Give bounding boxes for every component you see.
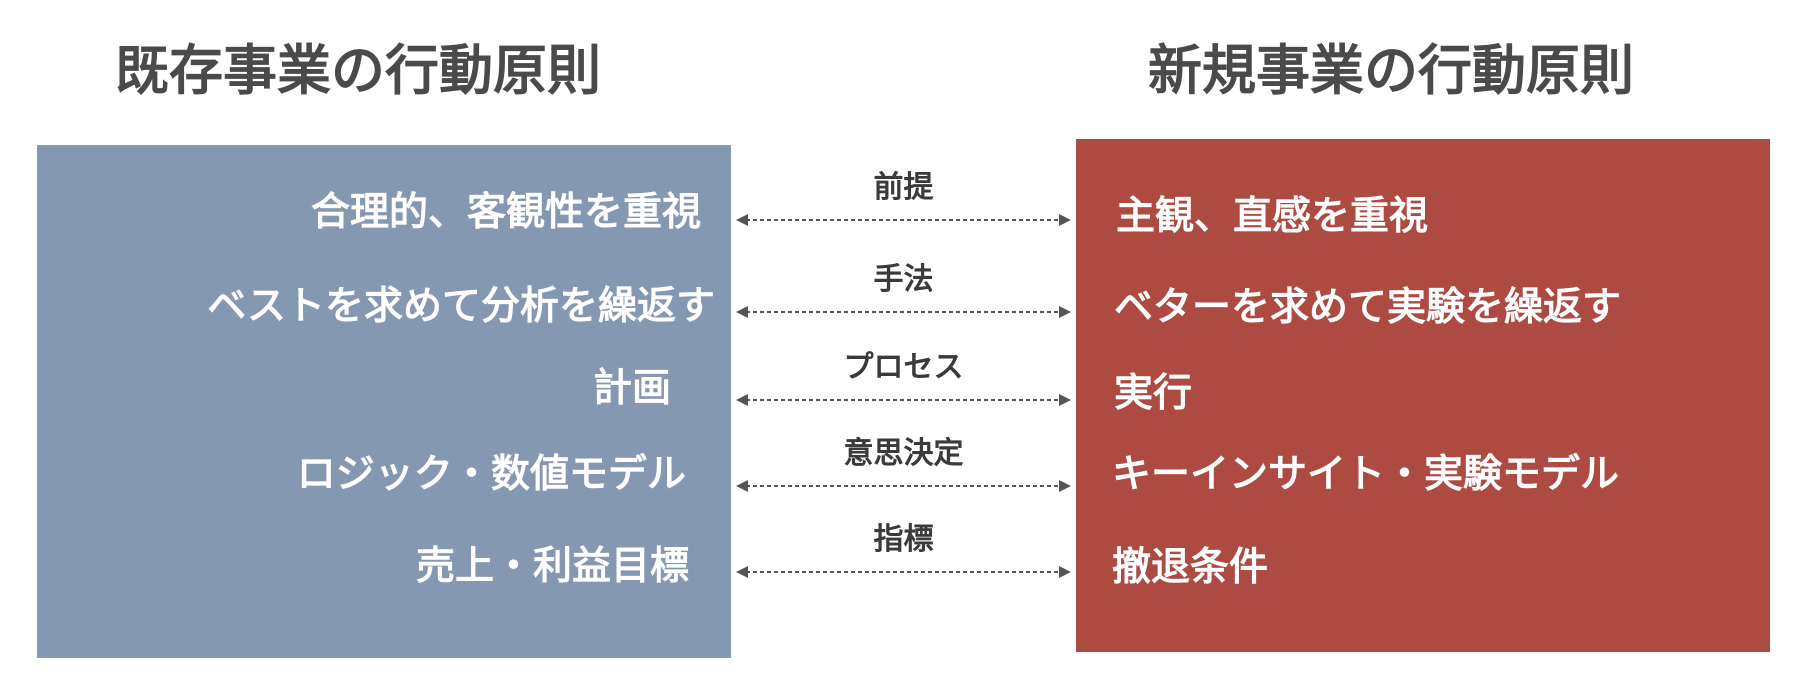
new-business-panel: 主観、直感を重視 ベターを求めて実験を繰返す 実行 キーインサイト・実験モデル … (1076, 139, 1770, 652)
double-arrow-icon (736, 306, 1071, 318)
new-principle-premise: 主観、直感を重視 (1116, 194, 1429, 239)
existing-principle-process: 計画 (592, 366, 671, 411)
existing-business-panel: 合理的、客観性を重視 ベストを求めて分析を繰返す 計画 ロジック・数値モデル 売… (37, 145, 731, 658)
new-business-heading: 新規事業の行動原則 (1148, 39, 1634, 102)
new-principle-decision: キーインサイト・実験モデル (1112, 452, 1620, 497)
new-principle-metric: 撤退条件 (1112, 545, 1269, 590)
existing-principle-metric: 売上・利益目標 (415, 544, 689, 589)
existing-business-heading: 既存事業の行動原則 (115, 39, 601, 102)
existing-principle-premise: 合理的、客観性を重視 (310, 190, 701, 235)
double-arrow-icon (736, 214, 1071, 226)
process-label: プロセス (843, 350, 964, 385)
decision-label: 意思決定 (843, 436, 964, 471)
double-arrow-icon (736, 566, 1071, 578)
method-label: 手法 (873, 262, 934, 297)
existing-principle-method: ベストを求めて分析を繰返す (207, 284, 715, 329)
new-principle-method: ベターを求めて実験を繰返す (1114, 285, 1622, 330)
existing-principle-decision: ロジック・数値モデル (296, 452, 686, 497)
premise-label: 前提 (873, 170, 934, 205)
new-principle-process: 実行 (1114, 371, 1193, 416)
metric-label: 指標 (873, 522, 934, 557)
double-arrow-icon (736, 480, 1071, 492)
double-arrow-icon (736, 394, 1071, 406)
